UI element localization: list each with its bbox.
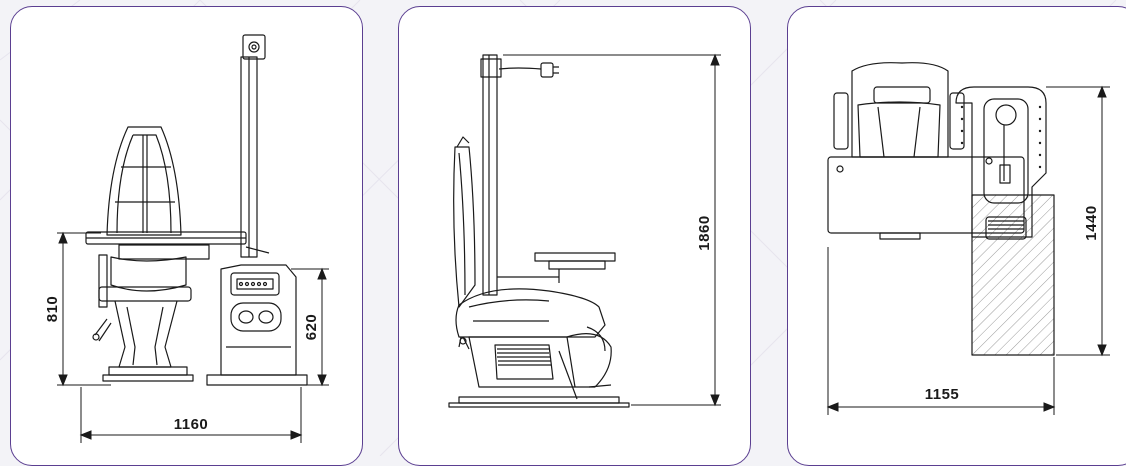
top-view-panel: 1155 1440 xyxy=(787,6,1126,466)
side-view-drawing: 1860 xyxy=(448,53,721,408)
dim-label-1160: 1160 xyxy=(174,416,209,433)
backrest xyxy=(106,126,182,236)
instrument-unit-top xyxy=(955,86,1047,240)
chair-base xyxy=(92,254,194,382)
side-view-panel: 1860 xyxy=(398,6,751,466)
chair-base xyxy=(448,326,630,408)
front-dimension-lines xyxy=(57,231,329,443)
front-view-drawing: 810 620 1160 xyxy=(44,34,329,443)
seat xyxy=(455,288,606,338)
side-table xyxy=(497,252,616,283)
instrument-unit xyxy=(206,264,308,386)
dim-label-1440: 1440 xyxy=(1083,205,1100,240)
column xyxy=(240,34,266,258)
perforation-dots xyxy=(960,105,1042,169)
chair-top xyxy=(833,62,965,158)
table-plate xyxy=(85,231,270,260)
floor-area-hatch xyxy=(971,194,1055,356)
table-plate-top xyxy=(827,156,1025,240)
dim-label-810: 810 xyxy=(44,296,61,323)
top-view-drawing: 1155 1440 xyxy=(826,62,1110,415)
side-dimension-lines xyxy=(503,53,721,407)
dim-label-620: 620 xyxy=(303,314,320,341)
backrest xyxy=(453,136,476,308)
dim-label-1155: 1155 xyxy=(925,386,960,403)
front-view-panel: 810 620 1160 xyxy=(10,6,363,466)
top-dimension-lines xyxy=(826,85,1110,415)
column xyxy=(480,54,559,296)
dim-label-1860: 1860 xyxy=(696,215,713,250)
